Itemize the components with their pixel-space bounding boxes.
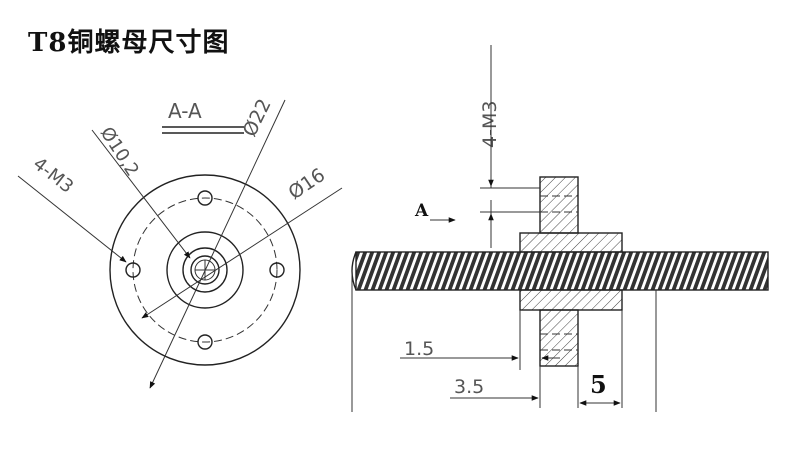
- mounting-holes: [125, 190, 285, 350]
- dim-holes-side: 4-M3: [479, 101, 501, 148]
- dim-3-5: 3.5: [454, 376, 484, 398]
- side-view: 4-M3 A 1.5 3.5 5: [351, 45, 769, 412]
- dim-d16: Ø16: [284, 164, 329, 204]
- section-label: A-A: [168, 99, 202, 123]
- dim-5: 5: [590, 370, 607, 399]
- front-view: A-A Ø22 Ø10,2 Ø16 4-M3: [17, 95, 343, 389]
- flange-outline: [109, 174, 301, 366]
- dim-1-5: 1.5: [404, 338, 434, 360]
- nut-section: [519, 176, 623, 367]
- bolt-circle: [132, 197, 278, 343]
- dim-d10-2: Ø10,2: [96, 123, 143, 180]
- page-title: T8铜螺母尺寸图: [28, 28, 230, 58]
- dim-d22: Ø22: [239, 95, 276, 140]
- section-arrow-label: A: [414, 201, 429, 221]
- hub-outline: [166, 231, 244, 309]
- lead-screw: [355, 251, 769, 291]
- thread-bore: [190, 255, 220, 285]
